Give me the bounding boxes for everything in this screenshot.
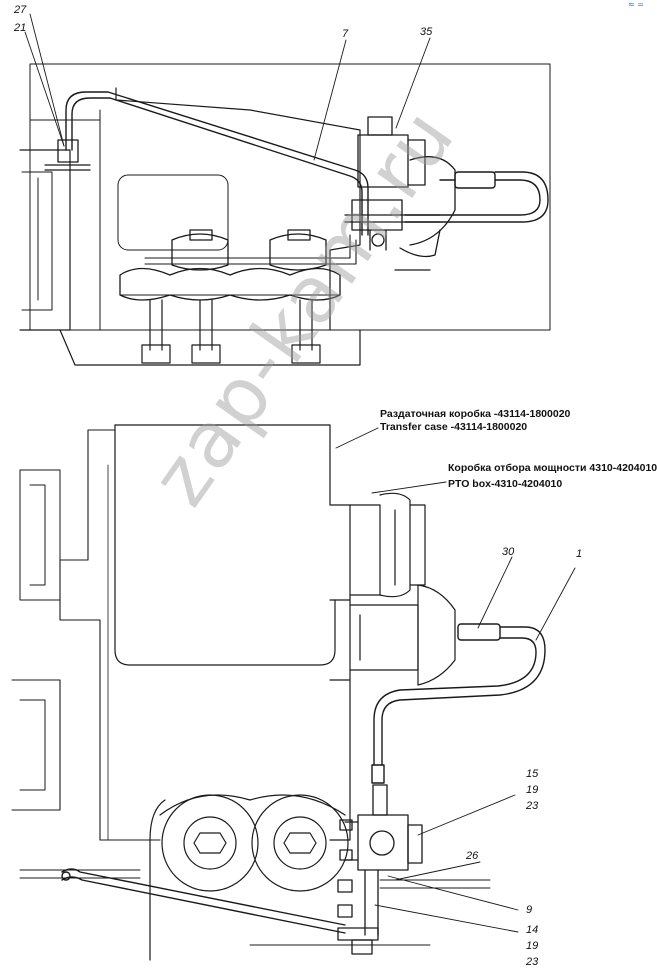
- callout-19-bottom: 19: [526, 940, 539, 952]
- mounting-bolts: [119, 294, 341, 364]
- pto-box: [349, 492, 426, 598]
- caption-pto-ru: Коробка отбора мощности 4310-4204010: [448, 462, 657, 474]
- rubber-mounts: [119, 229, 341, 301]
- corner-mark: ≈ =: [628, 0, 644, 9]
- hose-26: [61, 868, 346, 934]
- callout-30: 30: [502, 546, 515, 558]
- output-flange: [329, 584, 456, 686]
- callout-7: 7: [342, 28, 349, 40]
- hose-loop-top: [404, 171, 549, 223]
- callout-9: 9: [526, 904, 533, 916]
- fitting-27-21: [44, 139, 91, 171]
- top-view: [19, 63, 551, 366]
- leader-lines: [24, 13, 576, 933]
- callout-35: 35: [420, 26, 433, 38]
- caption-transfer-case-en: Transfer case -43114-1800020: [380, 421, 528, 433]
- hose-7: [65, 91, 369, 265]
- caption-pto-en: PTO box-4310-4204010: [448, 478, 563, 490]
- callout-15: 15: [526, 768, 539, 780]
- callout-26: 26: [466, 850, 479, 862]
- cross-section-gears: [149, 794, 431, 961]
- callout-19-top: 19: [526, 784, 539, 796]
- callout-21: 21: [14, 22, 27, 34]
- callout-23-bottom: 23: [526, 956, 539, 968]
- valve-35: [344, 116, 456, 271]
- callout-1: 1: [576, 548, 583, 560]
- callout-14: 14: [526, 924, 539, 936]
- callout-27: 27: [14, 4, 27, 16]
- hose-1: [371, 623, 546, 784]
- bottom-view: [11, 424, 546, 961]
- callout-23-top: 23: [526, 800, 539, 812]
- caption-transfer-case-ru: Раздаточная коробка -43114-1800020: [380, 408, 571, 420]
- valve-assembly: [337, 784, 423, 955]
